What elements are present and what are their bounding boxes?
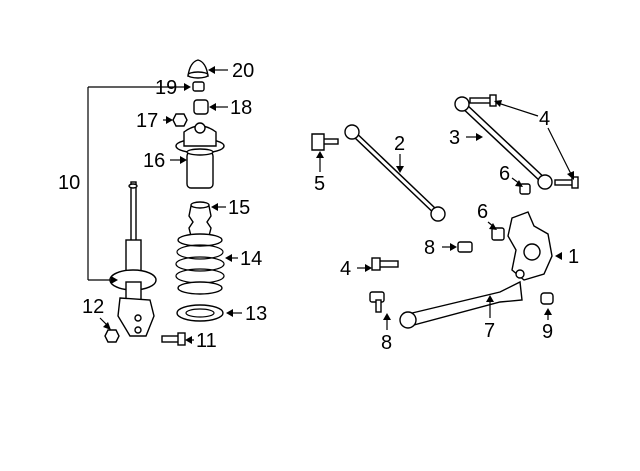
callout-10: 10 [58,172,80,194]
callout-2: 2 [394,133,405,155]
callout-6-upper: 6 [499,163,510,185]
callout-1: 1 [568,246,579,268]
part-12-nut [104,329,120,343]
callout-13: 13 [245,303,267,325]
callout-8-upper: 8 [424,237,435,259]
callout-labels: 20 19 18 17 16 15 14 13 12 11 10 2 3 4 5… [58,60,579,354]
callout-6-lower: 6 [477,201,488,223]
part-2-lateral-arm [344,124,446,222]
part-5-bolt [311,133,339,151]
part-1-knuckle [507,211,553,281]
part-19-nut [192,81,205,92]
part-16-strut-mount [175,122,225,189]
callout-18: 18 [230,97,252,119]
part-6-nuts [491,183,531,241]
callout-15: 15 [228,197,250,219]
part-4-bolts [371,94,579,271]
callout-9: 9 [542,321,553,343]
part-20-bumper-cap [187,59,209,79]
callout-20: 20 [232,60,254,82]
part-17-nut [172,113,188,127]
callout-12: 12 [82,296,104,318]
callout-17: 17 [136,110,158,132]
callout-4-upper: 4 [539,108,550,130]
leader-lines [87,66,574,344]
part-15-bump-stop [188,201,212,237]
callout-11: 11 [196,330,217,352]
callout-4-lower: 4 [340,258,351,280]
callout-3: 3 [449,127,460,149]
callout-14: 14 [240,248,262,270]
part-7-trailing-arm [399,280,523,329]
callout-16: 16 [143,150,165,172]
part-11-bolt [161,332,186,346]
part-9-bushing [540,292,554,305]
callout-7: 7 [484,320,495,342]
callout-5: 5 [314,173,325,195]
part-14-coil-spring [175,233,225,295]
part-8-bolts [369,241,473,313]
part-18-bushing [193,99,209,115]
callout-8-lower: 8 [381,332,392,354]
part-13-spring-seat [176,304,224,322]
callout-19: 19 [155,77,177,99]
part-10-strut-assembly [109,181,157,337]
part-3-adjustable-arm [454,96,553,190]
